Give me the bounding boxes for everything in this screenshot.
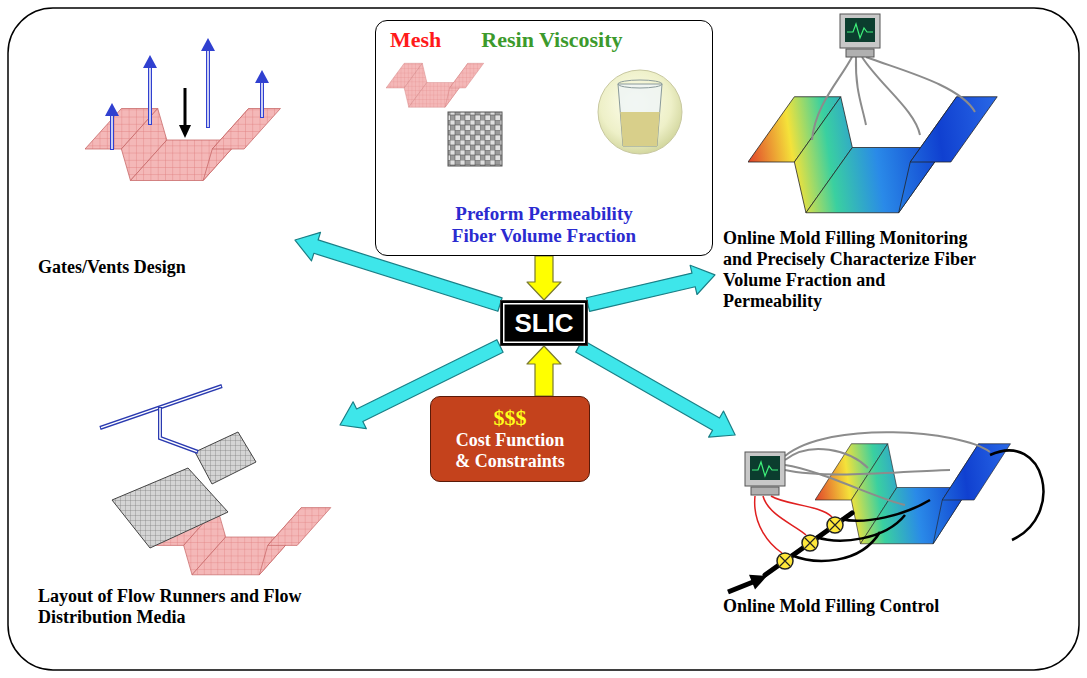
core-box: SLIC xyxy=(500,300,588,346)
valve xyxy=(802,535,818,551)
input-arrow xyxy=(527,256,561,300)
sensor-wire xyxy=(856,57,866,125)
valves xyxy=(777,517,843,569)
monitor xyxy=(745,452,785,486)
caption: Gates/Vents Design xyxy=(38,257,288,278)
sensor-wire xyxy=(812,57,852,140)
valve-cross xyxy=(780,556,790,566)
control-wires xyxy=(755,496,832,553)
filling-contour-plate xyxy=(815,444,1010,544)
caption: Layout of Flow Runners and Flow Distribu… xyxy=(38,586,333,628)
vent-arrow-shaft xyxy=(110,113,114,150)
valve xyxy=(827,517,843,533)
sensor-wire xyxy=(866,57,975,112)
sensor-wires xyxy=(812,57,975,140)
sensor-wire xyxy=(785,432,990,456)
illustrated-step: Gates/Vents Design xyxy=(30,30,295,288)
resin-backdrop xyxy=(598,70,682,154)
illustrated-step: Layout of Flow Runners and Flow Distribu… xyxy=(30,385,340,638)
illustrated-step: Online Mold Filling Monitoring and Preci… xyxy=(715,10,1075,322)
resin-tube xyxy=(841,500,930,521)
illustrated-step: Online Mold Filling Control xyxy=(715,435,1075,627)
input-label: Resin Viscosity xyxy=(481,27,622,53)
cost-label: Cost Function & Constraints xyxy=(448,430,573,472)
gate-arrow-head xyxy=(179,125,191,138)
sensor-wires xyxy=(785,432,990,505)
valve-cross xyxy=(805,538,815,548)
valve xyxy=(777,553,793,569)
flow-runner xyxy=(160,407,198,452)
computer-icon xyxy=(745,452,785,495)
vent-arrow-head xyxy=(255,70,269,83)
beaker-rim xyxy=(618,80,662,88)
vent-arrow-head xyxy=(201,38,215,51)
beaker-resin xyxy=(620,112,659,146)
filling-contour-plate xyxy=(748,97,997,213)
vent-arrow-core xyxy=(207,49,209,127)
resin-tubes xyxy=(791,450,1043,560)
computer-base xyxy=(751,487,779,495)
vent-arrow-shaft xyxy=(148,65,152,125)
outer-frame xyxy=(8,8,1079,670)
manifold-pipe xyxy=(765,513,852,575)
control-wire xyxy=(771,496,832,517)
input-box: Mesh Resin ViscosityPreform Permeability … xyxy=(375,20,713,256)
gate-arrow-shaft xyxy=(184,88,187,127)
sensor-wire xyxy=(862,57,920,135)
preform-fabric xyxy=(448,112,502,166)
valve-cross xyxy=(830,520,840,530)
flow-runner-core xyxy=(160,408,197,452)
screen xyxy=(845,18,875,42)
computer-icon xyxy=(840,14,880,57)
input-arrow xyxy=(527,346,561,396)
vent-arrow-core xyxy=(149,66,151,124)
sensor-wire xyxy=(785,470,950,474)
vent-arrow-head xyxy=(143,55,157,68)
distribution-media xyxy=(195,432,256,484)
inlet-arrow-shaft xyxy=(728,582,753,592)
output-arrow xyxy=(586,265,715,311)
sensor-wire xyxy=(785,449,868,468)
input-label: Preform Permeability Fiber Volume Fracti… xyxy=(437,203,652,247)
core-label: SLIC xyxy=(514,308,573,338)
screen-trace xyxy=(752,462,778,476)
vent-arrow-shaft xyxy=(260,80,264,118)
input-label: Mesh xyxy=(390,27,441,53)
caption: Online Mold Filling Monitoring and Preci… xyxy=(723,228,978,312)
mold-channel xyxy=(85,109,280,181)
inlet-arrow-head xyxy=(749,575,767,590)
resin-tube xyxy=(816,515,905,541)
screen-trace xyxy=(847,24,873,38)
caption: Online Mold Filling Control xyxy=(723,596,1043,617)
beaker-glass xyxy=(618,84,662,146)
monitor xyxy=(840,14,880,48)
vent-arrow-head xyxy=(105,103,119,116)
mesh-picture xyxy=(386,63,484,107)
sensor-wire xyxy=(785,465,905,505)
cost-symbol: $$$ xyxy=(494,406,527,430)
output-arrow xyxy=(576,340,735,437)
cost-box: $$$Cost Function & Constraints xyxy=(430,396,590,482)
vent-arrow-core xyxy=(111,114,113,149)
resin-tube xyxy=(990,450,1043,540)
vent-arrow-shaft xyxy=(206,48,210,128)
control-wire xyxy=(755,496,782,553)
vent-arrow-core xyxy=(261,81,263,117)
vent-arrows xyxy=(105,38,269,150)
computer-base xyxy=(846,49,874,57)
screen xyxy=(750,456,780,480)
